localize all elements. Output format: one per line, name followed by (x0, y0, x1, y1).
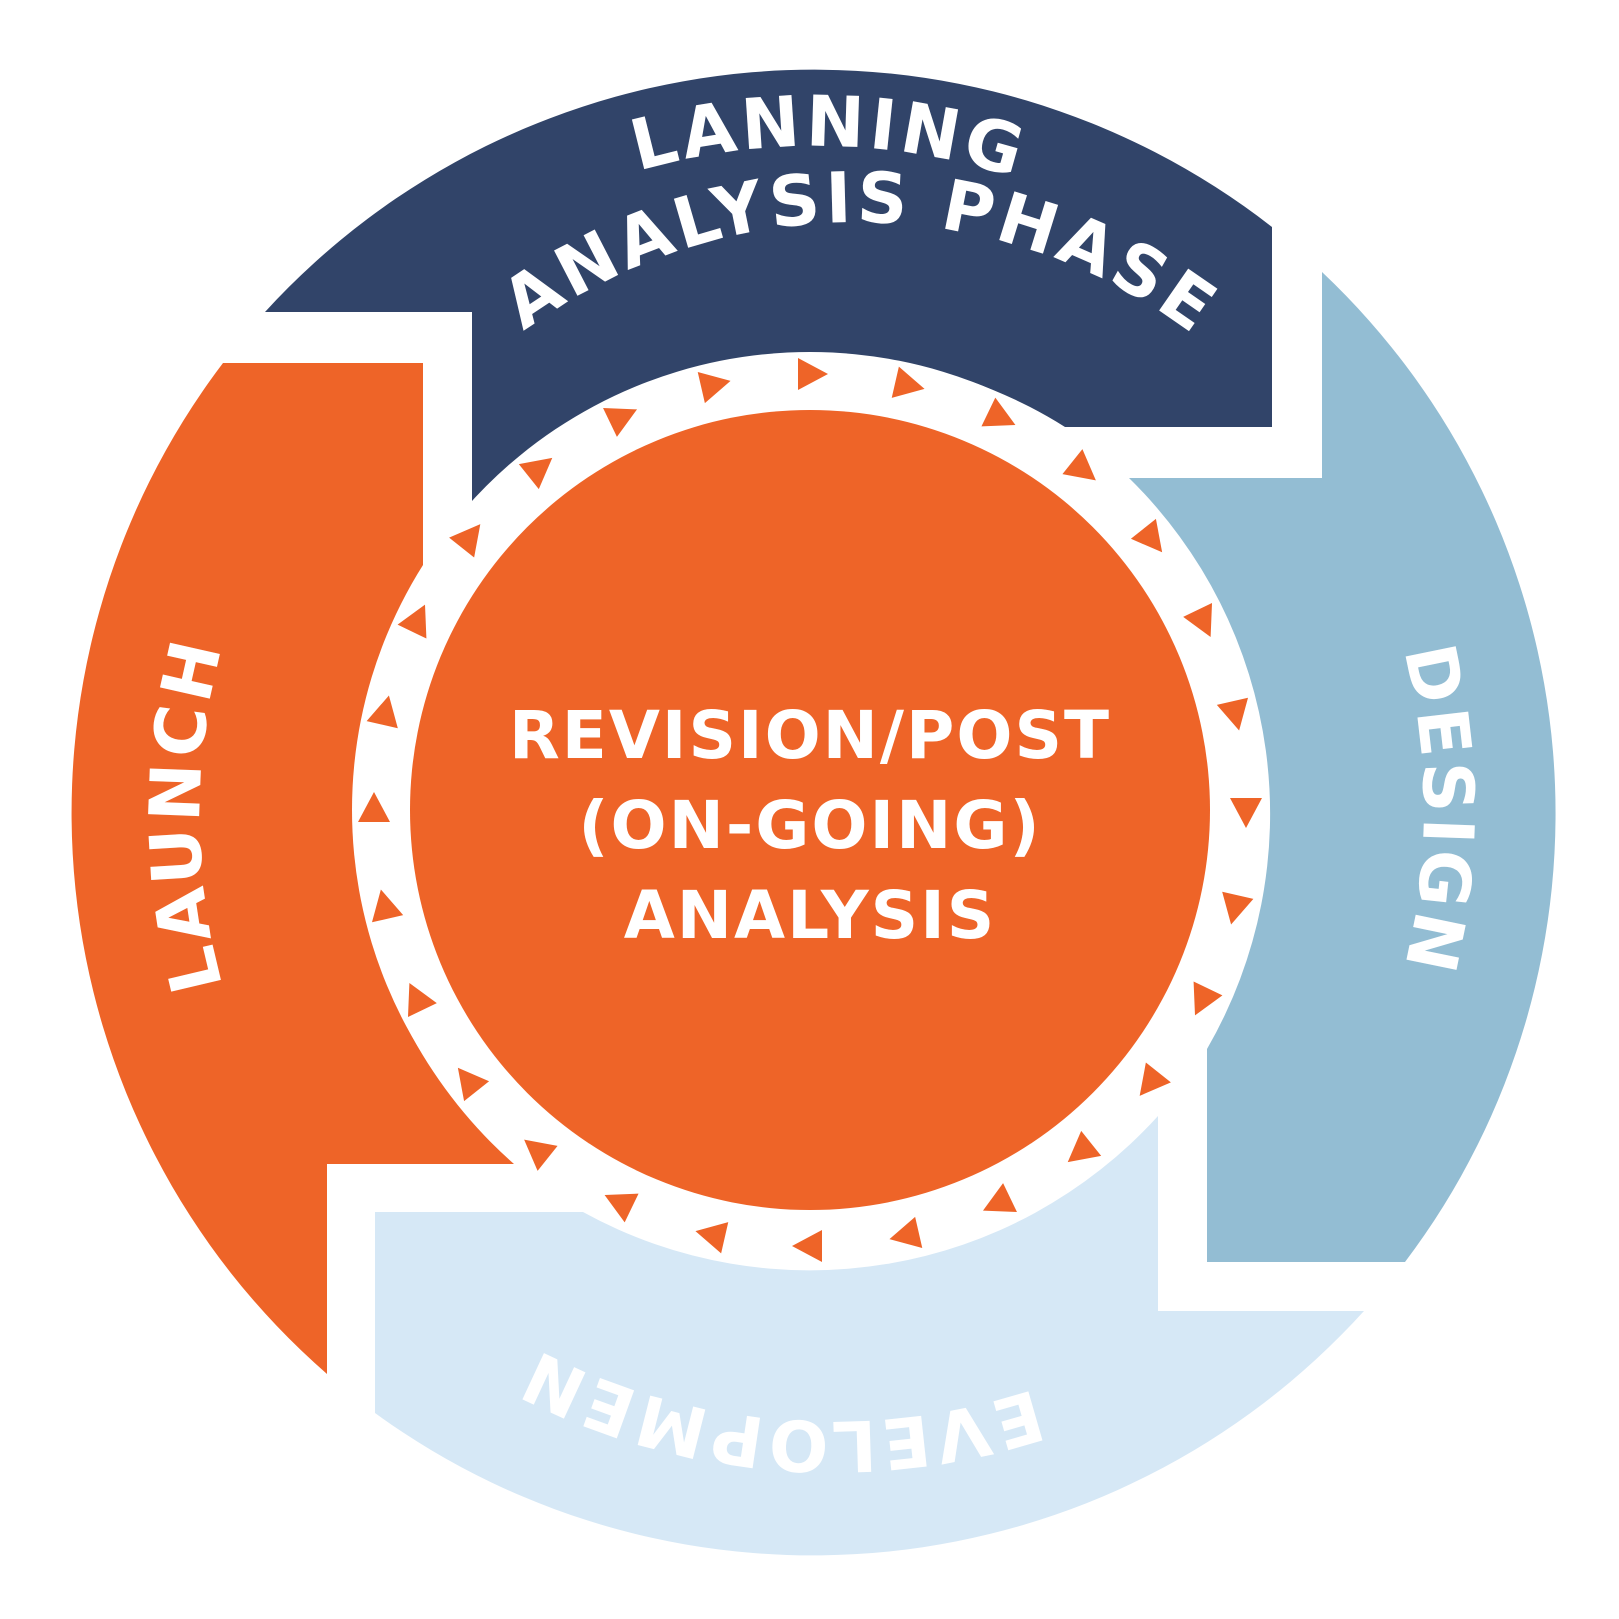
ring-arrow (1062, 449, 1096, 481)
ring-arrow (397, 604, 427, 639)
ring-arrow (981, 397, 1016, 427)
center-label-line3: ANALYSIS (624, 877, 997, 954)
ring-arrow (1222, 891, 1254, 925)
ring-arrow (792, 1230, 822, 1262)
ring-arrow (604, 1193, 639, 1223)
ring-arrow (1067, 1130, 1102, 1163)
ring-arrow (518, 457, 553, 490)
center-label-line1: REVISION/POST (509, 697, 1111, 774)
ring-arrow (457, 1067, 490, 1102)
ring-arrow (407, 982, 437, 1017)
ring-arrow (695, 1222, 729, 1254)
planning-segment (265, 69, 1272, 503)
ring-arrow (524, 1139, 558, 1171)
ring-arrow (371, 889, 404, 923)
ring-arrow (889, 1216, 923, 1249)
center-circle (410, 410, 1210, 1210)
ring-arrow (798, 358, 828, 390)
ring-arrow (1230, 798, 1262, 828)
center-label-line2: (ON-GOING) (578, 787, 1041, 864)
ring-arrow (697, 371, 731, 404)
ring-arrow (891, 366, 925, 398)
ring-arrow (1130, 518, 1163, 553)
development-segment (375, 1116, 1364, 1556)
design-segment (1129, 272, 1556, 1262)
launch-segment (71, 363, 514, 1374)
ring-arrow (1183, 603, 1213, 638)
arrow-ring (358, 358, 1262, 1262)
ring-arrow (449, 524, 481, 558)
ring-arrow (982, 1183, 1017, 1213)
ring-arrow (1193, 981, 1223, 1016)
ring-arrow (603, 407, 638, 437)
ring-arrow (1139, 1062, 1171, 1096)
ring-arrow (358, 792, 390, 822)
ring-arrow (1216, 697, 1249, 731)
ring-arrow (366, 695, 398, 729)
